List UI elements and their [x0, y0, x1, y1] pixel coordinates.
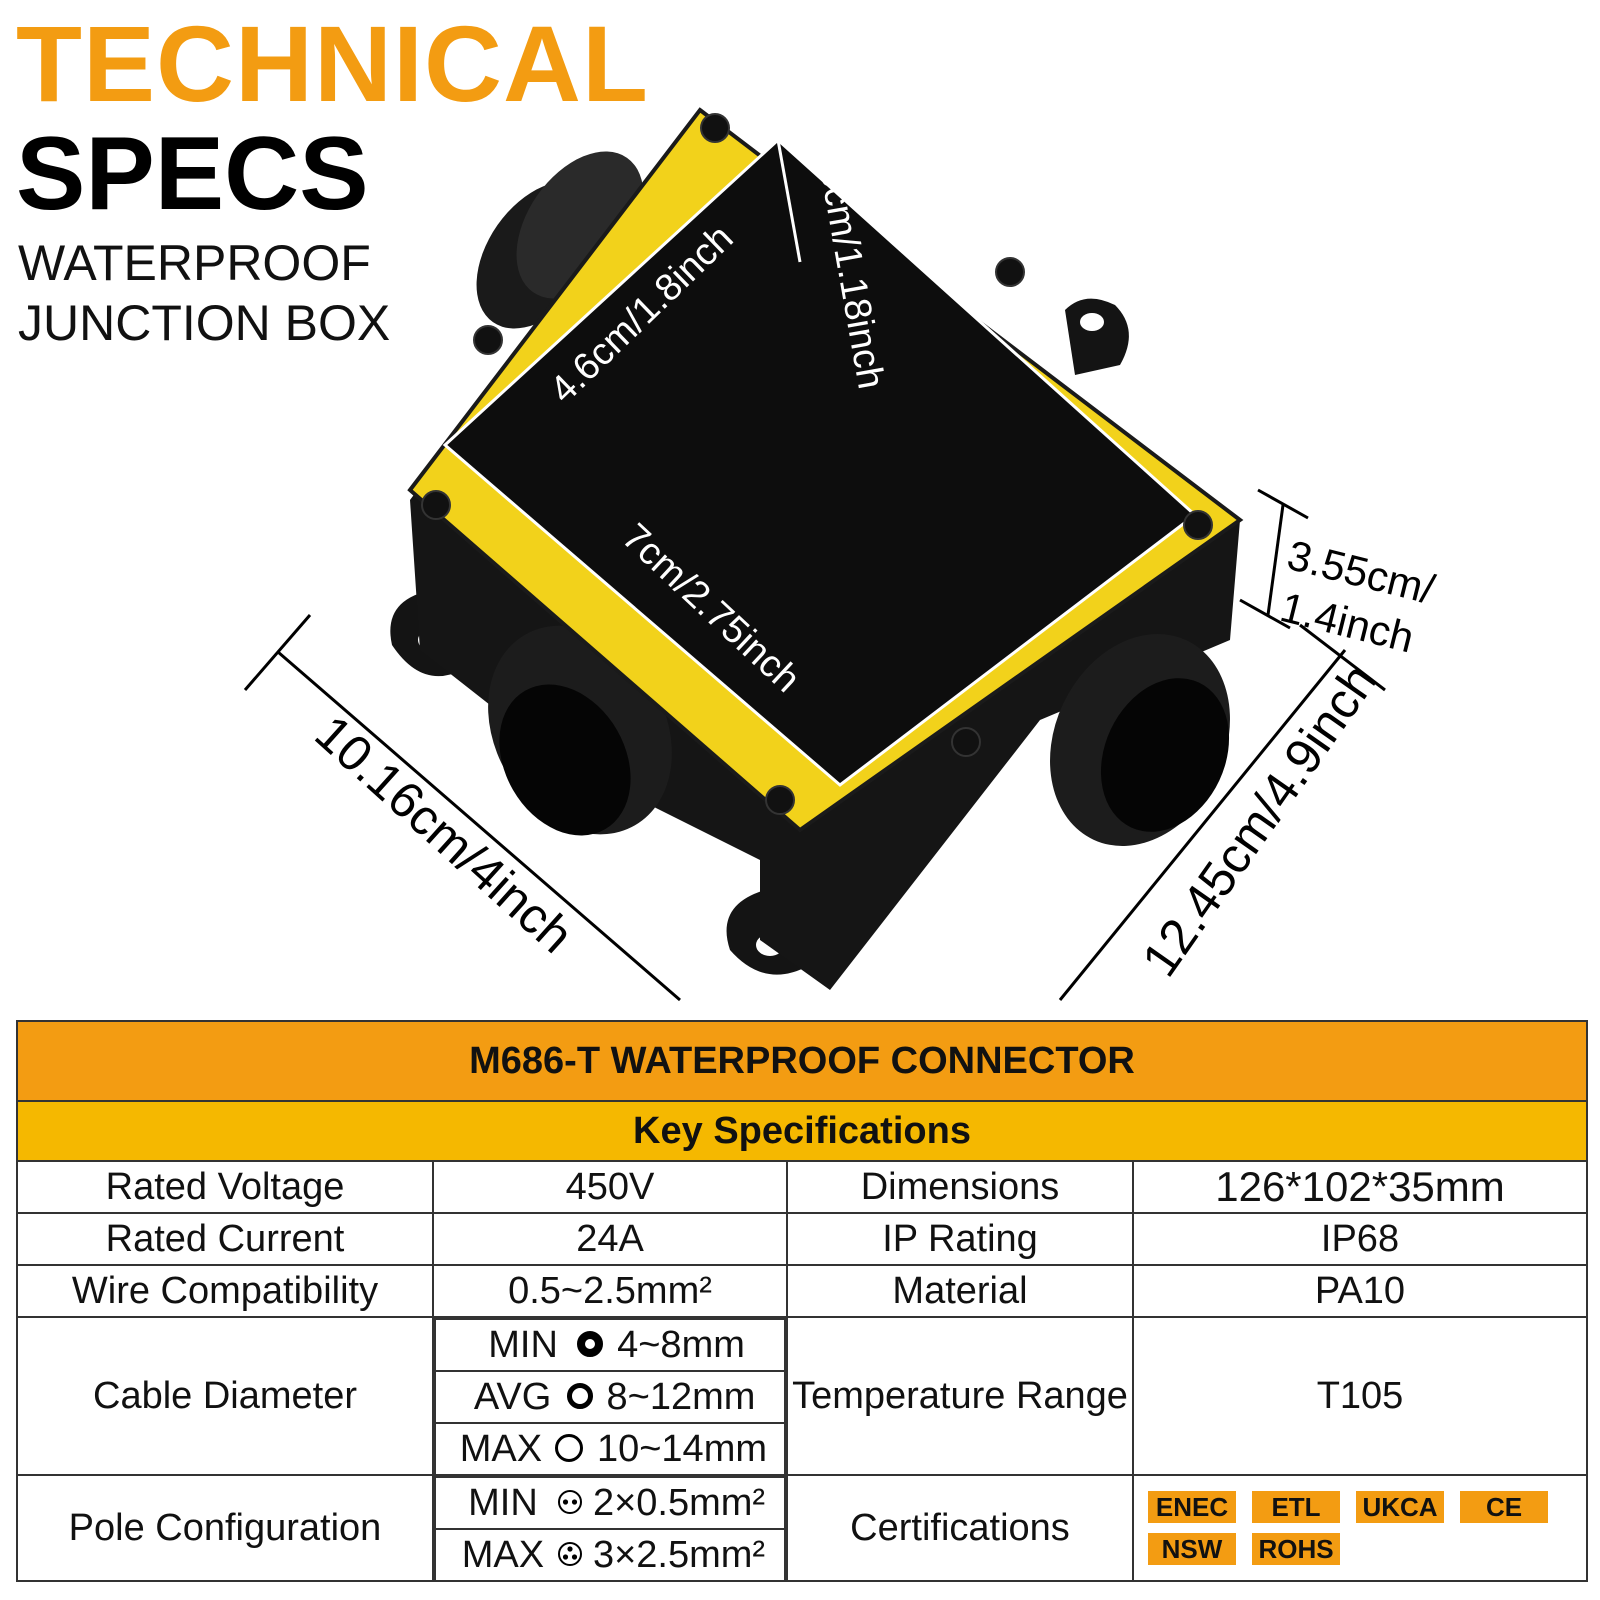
pole-min-value: 2×0.5mm² — [592, 1481, 766, 1524]
junction-box-illustration: 4.6cm/1.8inch 3cm/1.18inch 7cm/2.75inch … — [243, 107, 1439, 1002]
table-row: Cable Diameter MIN 4~8mm AVG 8~12mm MAX 10~… — [16, 1316, 1588, 1476]
pole-configuration-label: Pole Configuration — [16, 1474, 434, 1582]
thick-ring-icon — [577, 1331, 604, 1358]
table-row: Wire Compatibility 0.5~2.5mm² Material P… — [16, 1264, 1588, 1318]
wire-compatibility-label: Wire Compatibility — [16, 1264, 434, 1318]
heading-specs: SPECS — [16, 116, 369, 232]
heading-technical: TECHNICAL — [16, 3, 649, 124]
list-item: MAX 10~14mm — [434, 1422, 786, 1474]
box-cavity — [442, 137, 1198, 787]
certification-badges: ENEC ETL UKCA CE NSW ROHS — [1134, 1485, 1586, 1571]
certifications-label: Certifications — [786, 1474, 1134, 1582]
cert-badge-rohs: ROHS — [1252, 1533, 1340, 1565]
two-pole-icon — [557, 1490, 582, 1515]
ip-rating-label: IP Rating — [786, 1212, 1134, 1266]
pole-configuration-subtable: MIN 2×0.5mm² MAX 3×2.5mm² — [434, 1476, 786, 1580]
pole-min-label: MIN — [468, 1481, 538, 1524]
rated-current-value: 24A — [432, 1212, 788, 1266]
cable-avg-value: 8~12mm — [606, 1375, 756, 1418]
table-title: M686-T WATERPROOF CONNECTOR — [16, 1020, 1588, 1102]
list-item: MIN 4~8mm — [434, 1318, 786, 1372]
rated-voltage-value: 450V — [432, 1160, 788, 1214]
cable-max-value: 10~14mm — [596, 1427, 768, 1470]
dimension-lines — [243, 488, 1386, 1002]
cable-min-label: MIN — [488, 1323, 558, 1366]
three-pole-icon — [557, 1542, 582, 1567]
temperature-range-label: Temperature Range — [786, 1316, 1134, 1476]
cable-avg-label: AVG — [473, 1375, 552, 1418]
cable-max-label: MAX — [459, 1427, 543, 1470]
rated-voltage-label: Rated Voltage — [16, 1160, 434, 1214]
rated-current-label: Rated Current — [16, 1212, 434, 1266]
table-row: Rated Current 24A IP Rating IP68 — [16, 1212, 1588, 1266]
table-row: Rated Voltage 450V Dimensions 126*102*35… — [16, 1160, 1588, 1214]
list-item: MAX 3×2.5mm² — [434, 1528, 786, 1580]
pole-max-label: MAX — [461, 1533, 545, 1576]
list-item: AVG 8~12mm — [434, 1370, 786, 1424]
temperature-range-value: T105 — [1132, 1316, 1588, 1476]
cert-badge-enec: ENEC — [1148, 1491, 1236, 1523]
cert-badge-ukca: UKCA — [1356, 1491, 1444, 1523]
front-right-gland-icon — [1050, 634, 1230, 846]
dimensions-value: 126*102*35mm — [1132, 1160, 1588, 1214]
cable-diameter-subtable: MIN 4~8mm AVG 8~12mm MAX 10~14mm — [434, 1318, 786, 1474]
spec-table: M686-T WATERPROOF CONNECTOR Key Specific… — [16, 1020, 1588, 1582]
table-row: Pole Configuration MIN 2×0.5mm² MAX 3×2.5m… — [16, 1474, 1588, 1582]
pole-max-value: 3×2.5mm² — [592, 1533, 766, 1576]
dimensions-label: Dimensions — [786, 1160, 1134, 1214]
table-subtitle: Key Specifications — [16, 1100, 1588, 1162]
depth-indicator-line — [776, 139, 802, 263]
ip-rating-value: IP68 — [1132, 1212, 1588, 1266]
heading-subtitle-line1: WATERPROOF — [18, 235, 371, 291]
cert-badge-ce: CE — [1460, 1491, 1548, 1523]
cert-badge-etl: ETL — [1252, 1491, 1340, 1523]
medium-ring-icon — [566, 1383, 593, 1410]
list-item: MIN 2×0.5mm² — [434, 1476, 786, 1530]
screw-icon — [421, 113, 1213, 815]
wire-compatibility-value: 0.5~2.5mm² — [432, 1264, 788, 1318]
material-label: Material — [786, 1264, 1134, 1318]
cable-min-value: 4~8mm — [617, 1323, 745, 1366]
cable-diameter-label: Cable Diameter — [16, 1316, 434, 1476]
heading-subtitle-line2: JUNCTION BOX — [18, 295, 391, 351]
cert-badge-nsw: NSW — [1148, 1533, 1236, 1565]
material-value: PA10 — [1132, 1264, 1588, 1318]
spec-table-container: M686-T WATERPROOF CONNECTOR Key Specific… — [16, 1020, 1588, 1582]
thin-ring-icon — [554, 1434, 583, 1463]
